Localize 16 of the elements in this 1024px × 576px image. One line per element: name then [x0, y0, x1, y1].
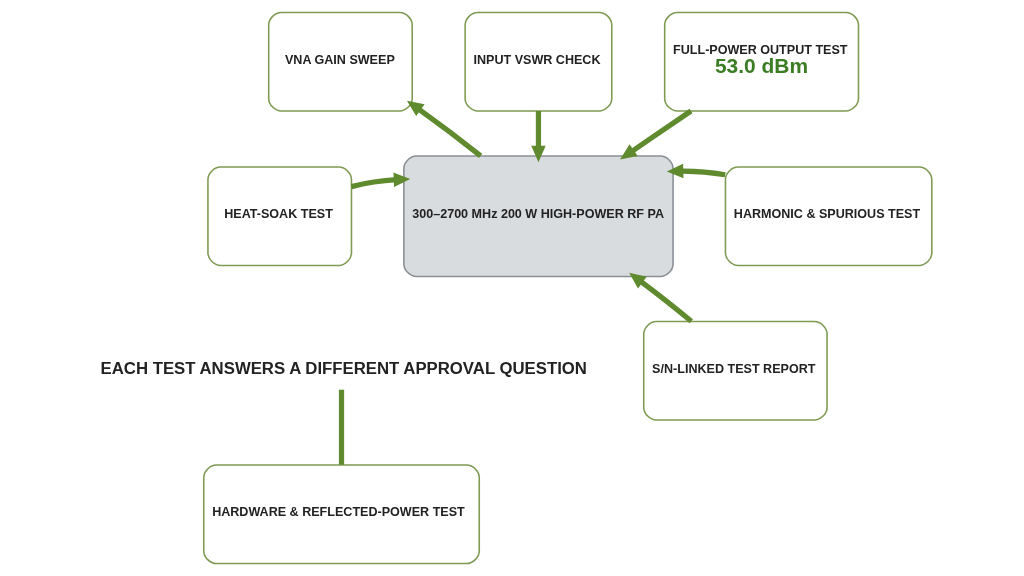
node-box: INPUT VSWR CHECK [464, 11, 613, 112]
node-box: VNA GAIN SWEEP [267, 11, 413, 112]
arrow [350, 172, 411, 190]
node-box: HARMONIC & SPURIOUS TEST [724, 166, 933, 267]
connector [338, 389, 345, 465]
node-box: 300–2700 MHz 200 W HIGH-POWER RF PA [403, 155, 674, 278]
arrow [629, 272, 693, 324]
arrow [531, 111, 546, 163]
node-box: S/N-LINKED TEST REPORT [642, 320, 828, 421]
node-text: EACH TEST ANSWERS A DIFFERENT APPROVAL QUESTION [100, 358, 587, 378]
arrow [666, 163, 726, 179]
arrow [406, 100, 483, 158]
node-box: HARDWARE & REFLECTED-POWER TEST [202, 464, 481, 565]
node-box: HEAT-SOAK TEST [207, 166, 353, 267]
arrow [620, 108, 693, 160]
node-box: FULL-POWER OUTPUT TEST 53.0 dBm [663, 11, 860, 112]
